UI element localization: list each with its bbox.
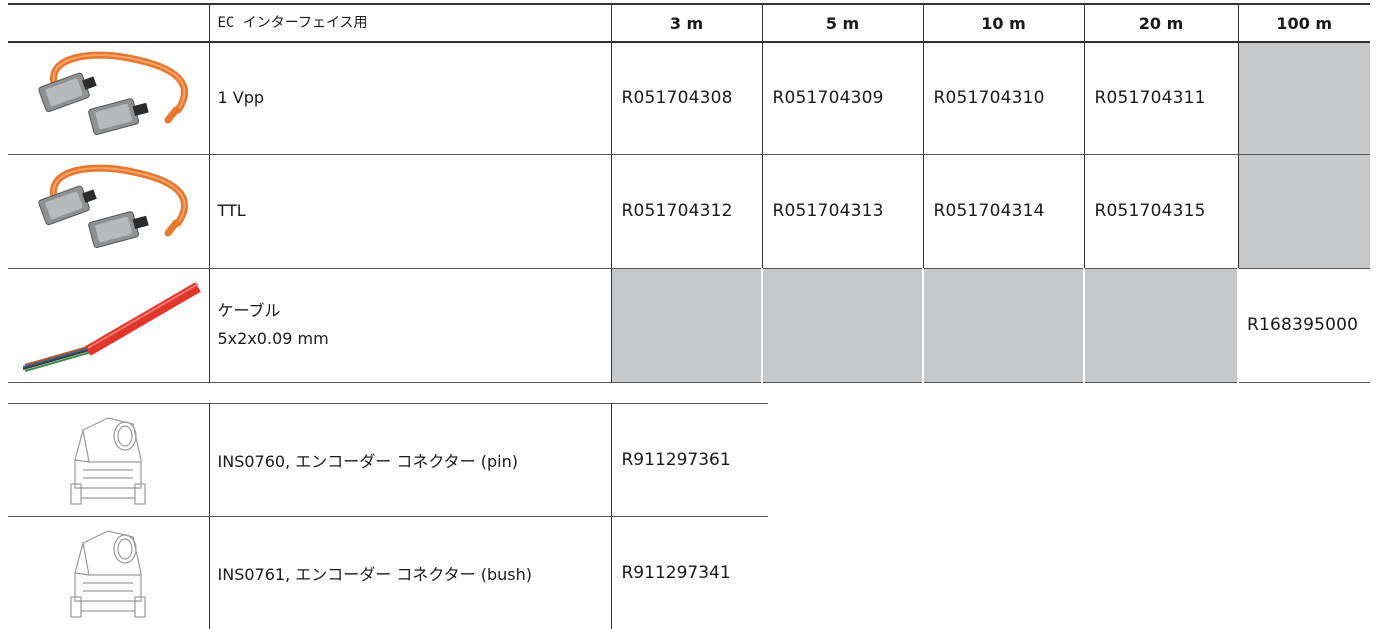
- unavailable-cell: [762, 268, 923, 382]
- description-line: 1 Vpp: [218, 84, 611, 112]
- row-image-cell: [8, 517, 209, 629]
- part-number-5m: R051704313: [762, 154, 923, 268]
- header-length-3m: 3 m: [611, 4, 762, 42]
- header-length-10m: 10 m: [923, 4, 1084, 42]
- row-description: 1 Vpp: [209, 42, 611, 154]
- description-line: 5x2x0.09 mm: [218, 325, 611, 353]
- bulk-cable-icon: [13, 275, 203, 375]
- header-image-cell: [8, 4, 209, 42]
- table-row: INS0761, エンコーダー コネクター (bush) R911297341: [8, 517, 768, 629]
- table-header-row: EC インターフェイス用 3 m 5 m 10 m 20 m 100 m: [8, 4, 1370, 42]
- unavailable-cell: [1238, 154, 1370, 268]
- unavailable-cell: [923, 268, 1084, 382]
- part-number-20m: R051704311: [1084, 42, 1238, 154]
- row-description: INS0760, エンコーダー コネクター (pin): [209, 404, 611, 517]
- part-number-3m: R051704308: [611, 42, 762, 154]
- table-row: 1 Vpp R051704308 R051704309 R051704310 R…: [8, 42, 1370, 154]
- table-row: TTL R051704312 R051704313 R051704314 R05…: [8, 154, 1370, 268]
- header-length-5m: 5 m: [762, 4, 923, 42]
- row-image-cell: [8, 268, 209, 382]
- part-number: R911297361: [611, 404, 768, 517]
- description-line: ケーブル: [218, 297, 611, 325]
- unavailable-cell: [611, 268, 762, 382]
- header-length-100m: 100 m: [1238, 4, 1370, 42]
- encoder-cable-assembly-icon: [18, 161, 198, 261]
- unavailable-cell: [1238, 42, 1370, 154]
- part-number-5m: R051704309: [762, 42, 923, 154]
- part-number-100m: R168395000: [1238, 268, 1370, 382]
- table-row: INS0760, エンコーダー コネクター (pin) R911297361: [8, 404, 768, 517]
- header-length-20m: 20 m: [1084, 4, 1238, 42]
- part-number-3m: R051704312: [611, 154, 762, 268]
- header-description: EC インターフェイス用: [209, 4, 611, 42]
- table-row: ケーブル 5x2x0.09 mm R168395000: [8, 268, 1370, 382]
- encoder-cable-assembly-icon: [18, 48, 198, 148]
- part-number-10m: R051704314: [923, 154, 1084, 268]
- connector-table: INS0760, エンコーダー コネクター (pin) R911297361 I…: [8, 403, 768, 629]
- sub-d-connector-hood-icon: [53, 410, 163, 510]
- row-description: TTL: [209, 154, 611, 268]
- part-number-20m: R051704315: [1084, 154, 1238, 268]
- unavailable-cell: [1084, 268, 1238, 382]
- cable-table: EC インターフェイス用 3 m 5 m 10 m 20 m 100 m: [8, 3, 1370, 383]
- row-description: ケーブル 5x2x0.09 mm: [209, 268, 611, 382]
- part-number-10m: R051704310: [923, 42, 1084, 154]
- sub-d-connector-hood-icon: [53, 523, 163, 623]
- row-image-cell: [8, 154, 209, 268]
- row-image-cell: [8, 404, 209, 517]
- row-description: INS0761, エンコーダー コネクター (bush): [209, 517, 611, 629]
- row-image-cell: [8, 42, 209, 154]
- part-number: R911297341: [611, 517, 768, 629]
- description-line: TTL: [218, 197, 611, 225]
